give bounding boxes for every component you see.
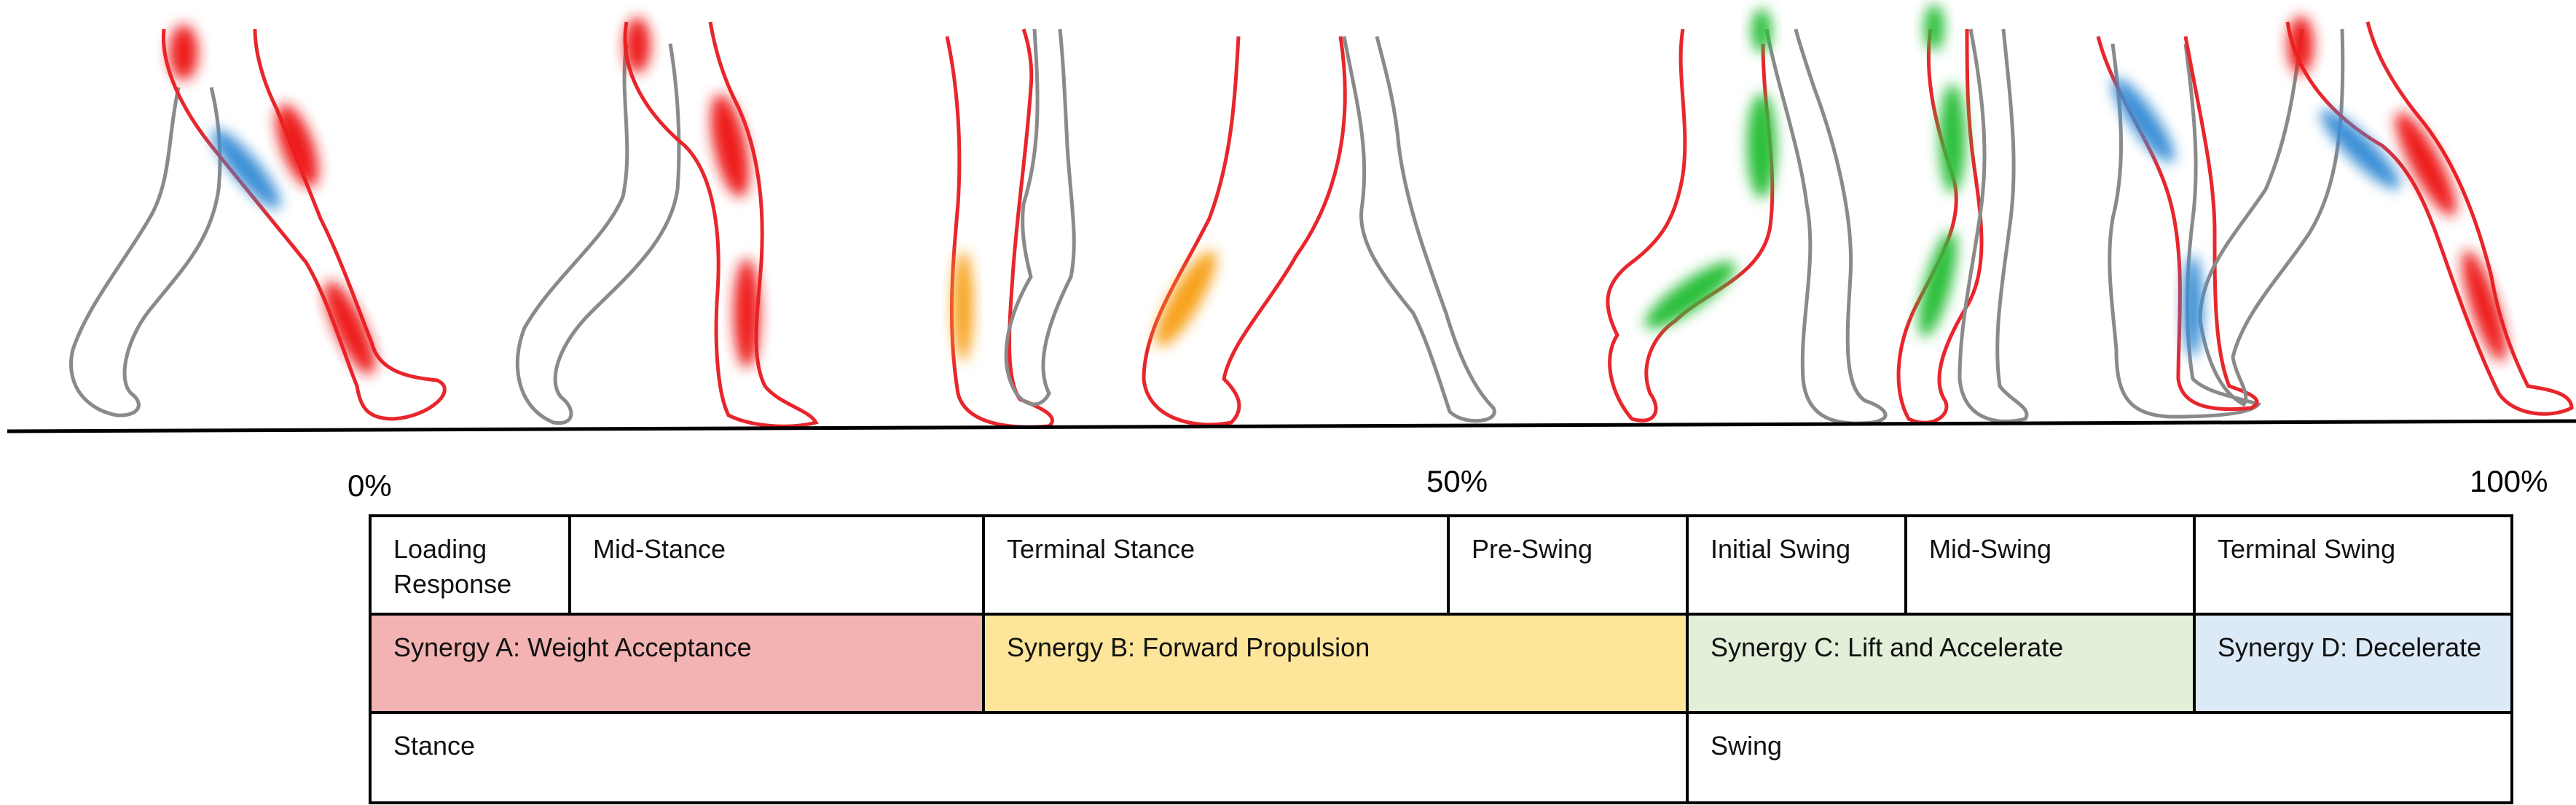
muscle-orange xyxy=(953,251,973,361)
percent-100-label: 100% xyxy=(2470,464,2548,498)
muscle-blue xyxy=(2320,109,2400,189)
leg-pair-pre-swing xyxy=(1142,36,1496,427)
muscle-blue xyxy=(211,129,281,209)
stance-cell: Stance xyxy=(372,714,1689,804)
muscle-blue xyxy=(2112,77,2175,163)
gray-leg xyxy=(1764,28,1888,425)
gray-leg xyxy=(1342,36,1496,423)
leg-pair-terminal-stance xyxy=(945,28,1076,429)
gait-phase-table: Loading Response Mid-Stance Terminal Sta… xyxy=(369,514,2513,804)
phase-cell-terminal-stance: Terminal Stance xyxy=(985,517,1450,613)
muscle-blue xyxy=(2183,255,2203,357)
gray-leg xyxy=(2108,43,2262,419)
swing-cell: Swing xyxy=(1711,731,1783,761)
percent-50-label: 50% xyxy=(1426,464,1488,498)
ground-line xyxy=(7,419,2576,433)
red-leg xyxy=(2096,36,2259,412)
phase-cell-pre-swing: Pre-Swing xyxy=(1450,517,1689,613)
muscle-green xyxy=(1644,261,1736,329)
red-leg xyxy=(1142,36,1347,427)
leg-pair-mid-stance xyxy=(515,17,819,428)
red-leg xyxy=(1896,28,1984,425)
muscle-green xyxy=(1918,231,1957,337)
muscle-red xyxy=(324,280,375,375)
phase-row: Loading Response Mid-Stance Terminal Sta… xyxy=(372,517,2510,616)
phase-cell-initial-swing: Initial Swing xyxy=(1689,517,1907,613)
muscle-red xyxy=(2462,250,2507,362)
muscle-green xyxy=(1747,93,1776,198)
phase-cell-mid-swing: Mid-Swing xyxy=(1907,517,2196,613)
muscle-red xyxy=(734,259,760,368)
gray-leg xyxy=(1957,28,2029,423)
muscle-red xyxy=(275,104,319,187)
synergy-c-cell: Synergy C: Lift and Accelerate xyxy=(1689,616,2196,711)
muscle-red xyxy=(2288,16,2314,74)
gray-leg xyxy=(2198,28,2345,407)
synergy-b-cell: Synergy B: Forward Propulsion xyxy=(985,616,1689,711)
red-leg xyxy=(623,21,819,428)
synergy-row: Synergy A: Weight Acceptance Synergy B: … xyxy=(372,616,2510,714)
phase-cell-loading-response: Loading Response xyxy=(372,517,571,613)
percent-0-label: 0% xyxy=(347,468,392,503)
muscle-red xyxy=(2395,111,2457,216)
gait-row: Stance Swing xyxy=(372,714,2510,804)
gait-illustrations xyxy=(7,4,2576,433)
red-leg xyxy=(2285,21,2574,416)
synergy-d-cell: Synergy D: Decelerate xyxy=(2196,616,2510,711)
leg-pair-mid-swing xyxy=(1896,4,2029,425)
muscle-red xyxy=(169,25,198,80)
leg-pair-initial-swing xyxy=(1606,9,1888,425)
muscle-green xyxy=(1924,4,1944,51)
muscle-red xyxy=(710,94,750,197)
leg-pair-terminal-swing xyxy=(2096,16,2574,419)
red-leg xyxy=(1606,28,1775,423)
gray-leg xyxy=(1004,28,1076,407)
phase-cell-terminal-swing: Terminal Swing xyxy=(2218,534,2396,564)
muscle-green xyxy=(1751,9,1772,52)
red-leg xyxy=(945,28,1054,429)
leg-pair-loading-response xyxy=(69,25,447,421)
muscle-green xyxy=(1939,84,1966,193)
muscle-orange xyxy=(1155,251,1217,347)
muscle-red xyxy=(624,17,651,73)
phase-cell-mid-stance: Mid-Stance xyxy=(571,517,985,613)
gray-leg xyxy=(69,87,222,417)
gray-leg xyxy=(515,43,681,425)
synergy-a-cell: Synergy A: Weight Acceptance xyxy=(372,616,985,711)
red-leg xyxy=(161,28,447,421)
